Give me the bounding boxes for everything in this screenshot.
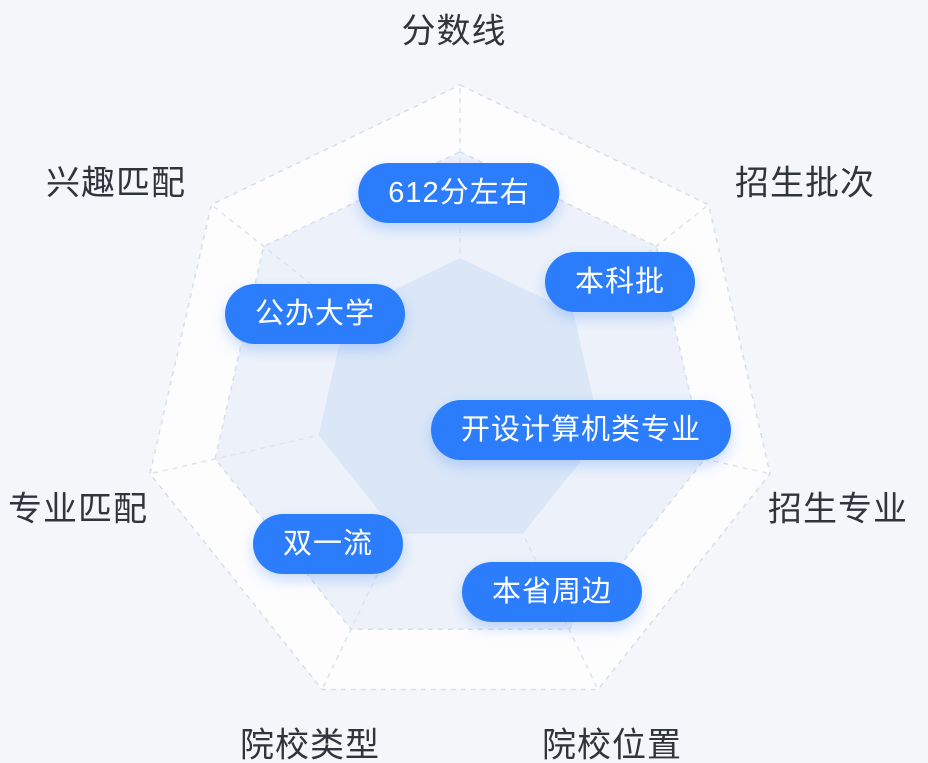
axis-label-5: 专业匹配 [8, 490, 148, 529]
value-badge-0: 612分左右 [358, 163, 560, 223]
axis-label-1: 招生批次 [735, 164, 875, 203]
axis-label-3: 院校位置 [542, 726, 682, 763]
value-badge-3: 开设计算机类专业 [430, 400, 732, 460]
axis-label-0: 分数线 [401, 12, 507, 51]
axis-label-6: 兴趣匹配 [46, 164, 186, 203]
value-badge-2: 公办大学 [224, 284, 406, 344]
value-badge-1: 本科批 [544, 252, 696, 312]
axis-label-2: 招生专业 [768, 490, 908, 529]
value-badge-4: 双一流 [252, 514, 404, 574]
axis-label-4: 院校类型 [240, 726, 380, 763]
value-badge-5: 本省周边 [461, 562, 643, 622]
